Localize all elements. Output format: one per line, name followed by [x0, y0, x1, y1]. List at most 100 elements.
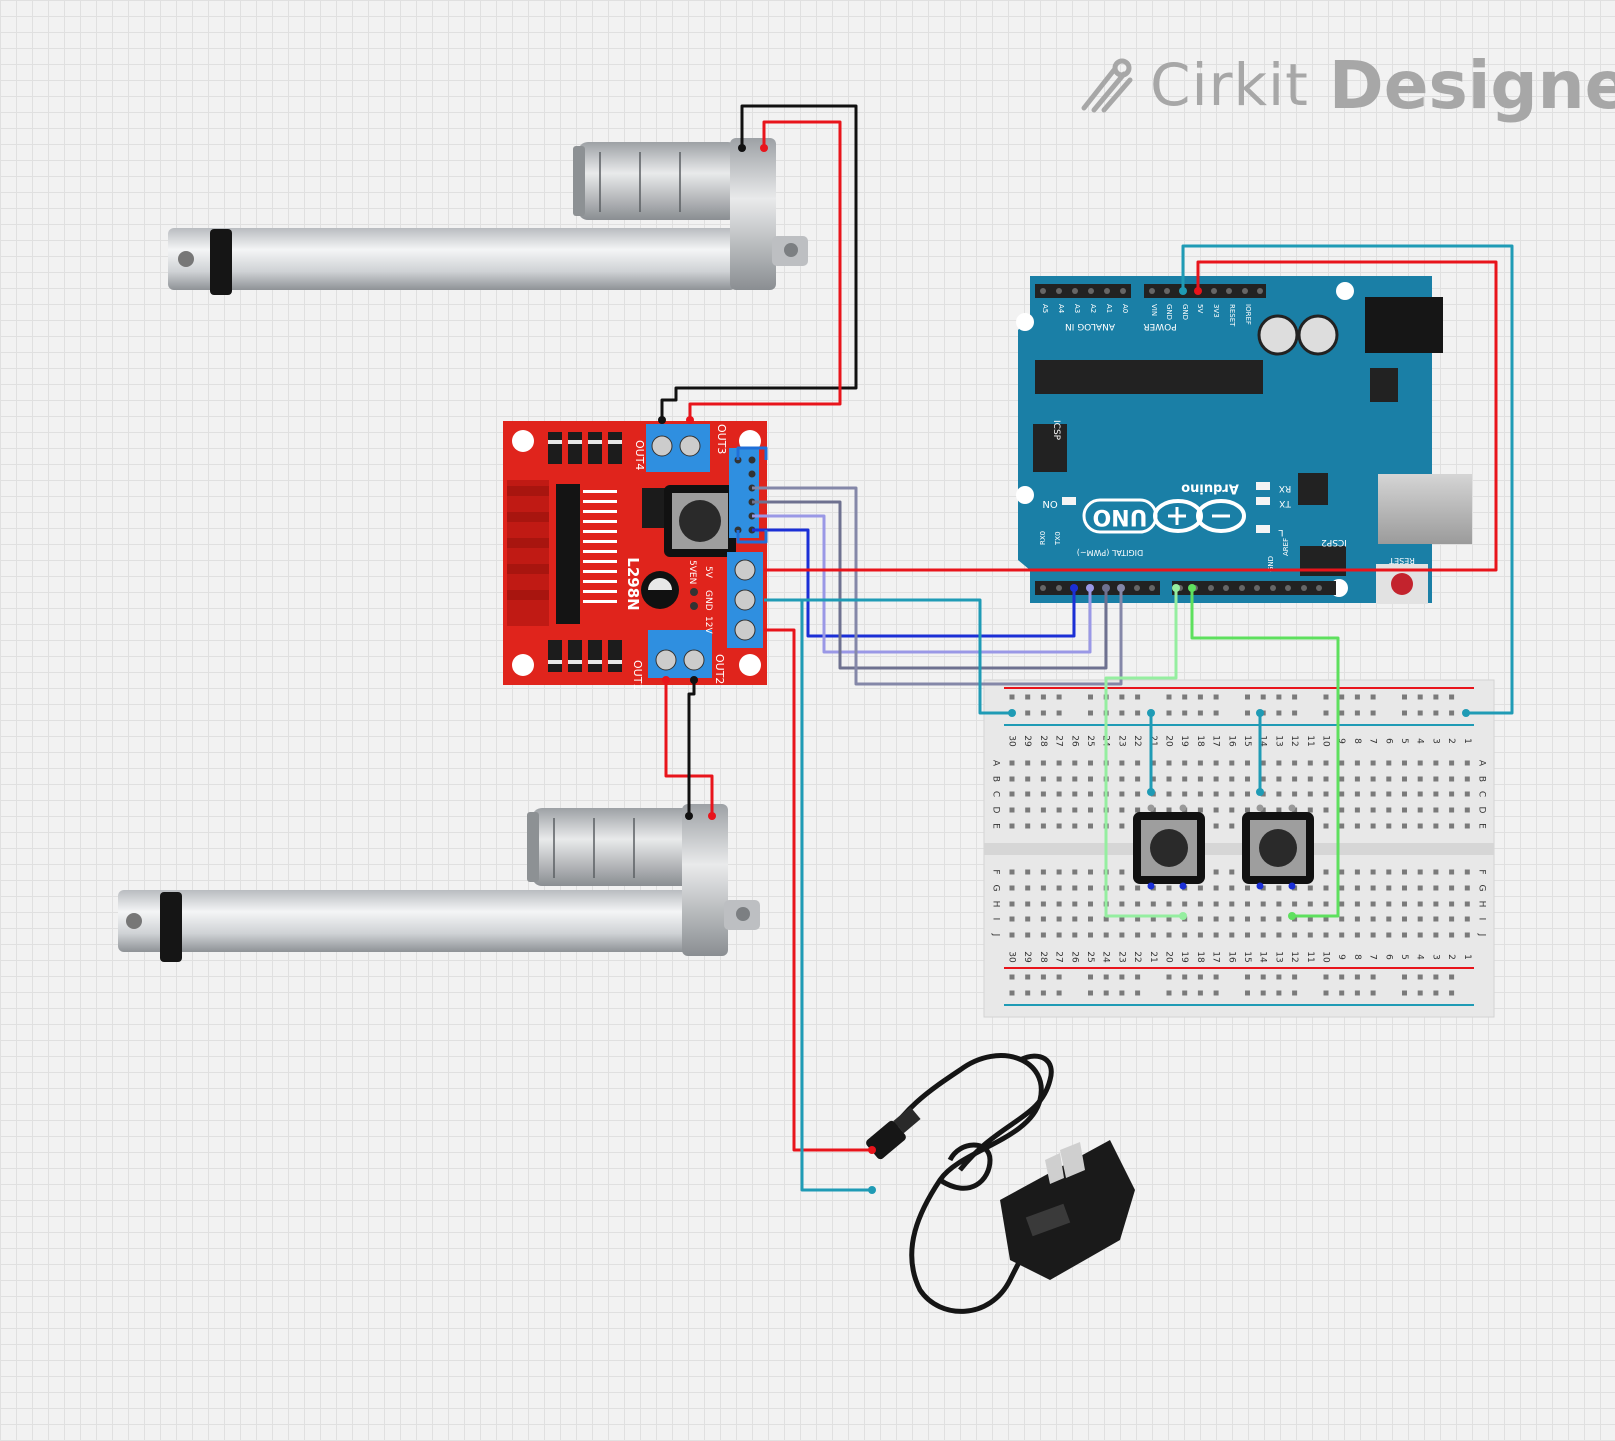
rail-hole[interactable]	[1339, 990, 1345, 996]
rail-hole[interactable]	[1245, 694, 1250, 700]
rail-hole[interactable]	[1213, 710, 1219, 716]
breadboard-hole[interactable]	[1260, 916, 1266, 922]
breadboard-hole[interactable]	[1433, 916, 1439, 922]
rail-hole[interactable]	[1119, 694, 1125, 700]
breadboard-hole[interactable]	[1292, 760, 1298, 766]
rail-hole[interactable]	[1433, 710, 1439, 716]
breadboard-hole[interactable]	[1056, 901, 1062, 907]
rail-hole[interactable]	[1354, 974, 1360, 980]
breadboard-hole[interactable]	[1025, 885, 1031, 891]
breadboard-hole[interactable]	[1072, 932, 1078, 938]
breadboard-hole[interactable]	[1213, 823, 1219, 829]
rail-hole[interactable]	[1354, 694, 1360, 700]
rail-hole[interactable]	[1245, 990, 1250, 996]
rail-hole[interactable]	[1323, 974, 1329, 980]
breadboard-hole[interactable]	[1307, 901, 1313, 907]
breadboard-hole[interactable]	[1088, 823, 1093, 829]
breadboard-hole[interactable]	[1009, 807, 1015, 813]
rail-hole[interactable]	[1339, 710, 1345, 716]
breadboard-hole[interactable]	[1150, 916, 1156, 922]
breadboard-hole[interactable]	[1103, 932, 1109, 938]
push-button-2[interactable]	[1242, 804, 1314, 890]
breadboard-hole[interactable]	[1229, 885, 1235, 891]
rail-hole[interactable]	[1323, 990, 1329, 996]
breadboard-hole[interactable]	[1276, 791, 1282, 797]
breadboard-hole[interactable]	[1182, 932, 1188, 938]
breadboard-hole[interactable]	[1088, 885, 1093, 891]
rail-hole[interactable]	[1119, 710, 1125, 716]
breadboard-hole[interactable]	[1229, 823, 1235, 829]
power-adapter[interactable]	[864, 1053, 1135, 1314]
breadboard-hole[interactable]	[1402, 916, 1407, 922]
breadboard-hole[interactable]	[1307, 791, 1313, 797]
rail-hole[interactable]	[1197, 710, 1203, 716]
breadboard-hole[interactable]	[1245, 760, 1250, 766]
breadboard-hole[interactable]	[1417, 932, 1423, 938]
breadboard-hole[interactable]	[1056, 869, 1062, 875]
rail-hole[interactable]	[1009, 694, 1015, 700]
rail-hole[interactable]	[1025, 990, 1031, 996]
push-button-1[interactable]	[1133, 804, 1205, 890]
rail-hole[interactable]	[1056, 974, 1062, 980]
breadboard-hole[interactable]	[1370, 760, 1376, 766]
breadboard-hole[interactable]	[1213, 932, 1219, 938]
rail-hole[interactable]	[1025, 974, 1031, 980]
breadboard-hole[interactable]	[1040, 885, 1046, 891]
breadboard-hole[interactable]	[1025, 807, 1031, 813]
breadboard-hole[interactable]	[1135, 885, 1141, 891]
breadboard-hole[interactable]	[1417, 776, 1423, 782]
rail-hole[interactable]	[1417, 990, 1423, 996]
breadboard-hole[interactable]	[1386, 916, 1392, 922]
breadboard-hole[interactable]	[1213, 791, 1219, 797]
rail-hole[interactable]	[1292, 974, 1298, 980]
breadboard-hole[interactable]	[1354, 791, 1360, 797]
breadboard-hole[interactable]	[1229, 901, 1235, 907]
breadboard-hole[interactable]	[1119, 823, 1125, 829]
breadboard-hole[interactable]	[1433, 760, 1439, 766]
breadboard-hole[interactable]	[1417, 916, 1423, 922]
breadboard-hole[interactable]	[1402, 885, 1407, 891]
breadboard-hole[interactable]	[1025, 869, 1031, 875]
breadboard-hole[interactable]	[1135, 932, 1141, 938]
breadboard-hole[interactable]	[1354, 776, 1360, 782]
breadboard-hole[interactable]	[1166, 885, 1172, 891]
rail-hole[interactable]	[1292, 710, 1298, 716]
breadboard-hole[interactable]	[1025, 901, 1031, 907]
rail-hole[interactable]	[1119, 974, 1125, 980]
breadboard-hole[interactable]	[1088, 760, 1093, 766]
breadboard-hole[interactable]	[1323, 932, 1329, 938]
rail-hole[interactable]	[1166, 990, 1172, 996]
breadboard-hole[interactable]	[1464, 791, 1470, 797]
rail-hole[interactable]	[1339, 694, 1345, 700]
breadboard-hole[interactable]	[1197, 807, 1203, 813]
breadboard-hole[interactable]	[1025, 932, 1031, 938]
rail-hole[interactable]	[1433, 974, 1439, 980]
rail-hole[interactable]	[1354, 990, 1360, 996]
breadboard-hole[interactable]	[1433, 869, 1439, 875]
breadboard-hole[interactable]	[1339, 807, 1345, 813]
breadboard-hole[interactable]	[1402, 807, 1407, 813]
breadboard-hole[interactable]	[1072, 901, 1078, 907]
rail-hole[interactable]	[1402, 990, 1407, 996]
breadboard-hole[interactable]	[1040, 807, 1046, 813]
breadboard-hole[interactable]	[1402, 791, 1407, 797]
breadboard-hole[interactable]	[1354, 760, 1360, 766]
breadboard-hole[interactable]	[1386, 901, 1392, 907]
breadboard-hole[interactable]	[1354, 885, 1360, 891]
breadboard-hole[interactable]	[1229, 869, 1235, 875]
breadboard-hole[interactable]	[1464, 916, 1470, 922]
breadboard-hole[interactable]	[1339, 885, 1345, 891]
rail-hole[interactable]	[1260, 694, 1266, 700]
breadboard-hole[interactable]	[1323, 885, 1329, 891]
rail-hole[interactable]	[1056, 694, 1062, 700]
breadboard-hole[interactable]	[1072, 760, 1078, 766]
breadboard-hole[interactable]	[1150, 760, 1156, 766]
breadboard-hole[interactable]	[1166, 916, 1172, 922]
breadboard-hole[interactable]	[1040, 869, 1046, 875]
breadboard-hole[interactable]	[1417, 869, 1423, 875]
breadboard-hole[interactable]	[1370, 901, 1376, 907]
rail-hole[interactable]	[1056, 710, 1062, 716]
rail-hole[interactable]	[1197, 694, 1203, 700]
rail-hole[interactable]	[1370, 710, 1376, 716]
breadboard-hole[interactable]	[1229, 791, 1235, 797]
